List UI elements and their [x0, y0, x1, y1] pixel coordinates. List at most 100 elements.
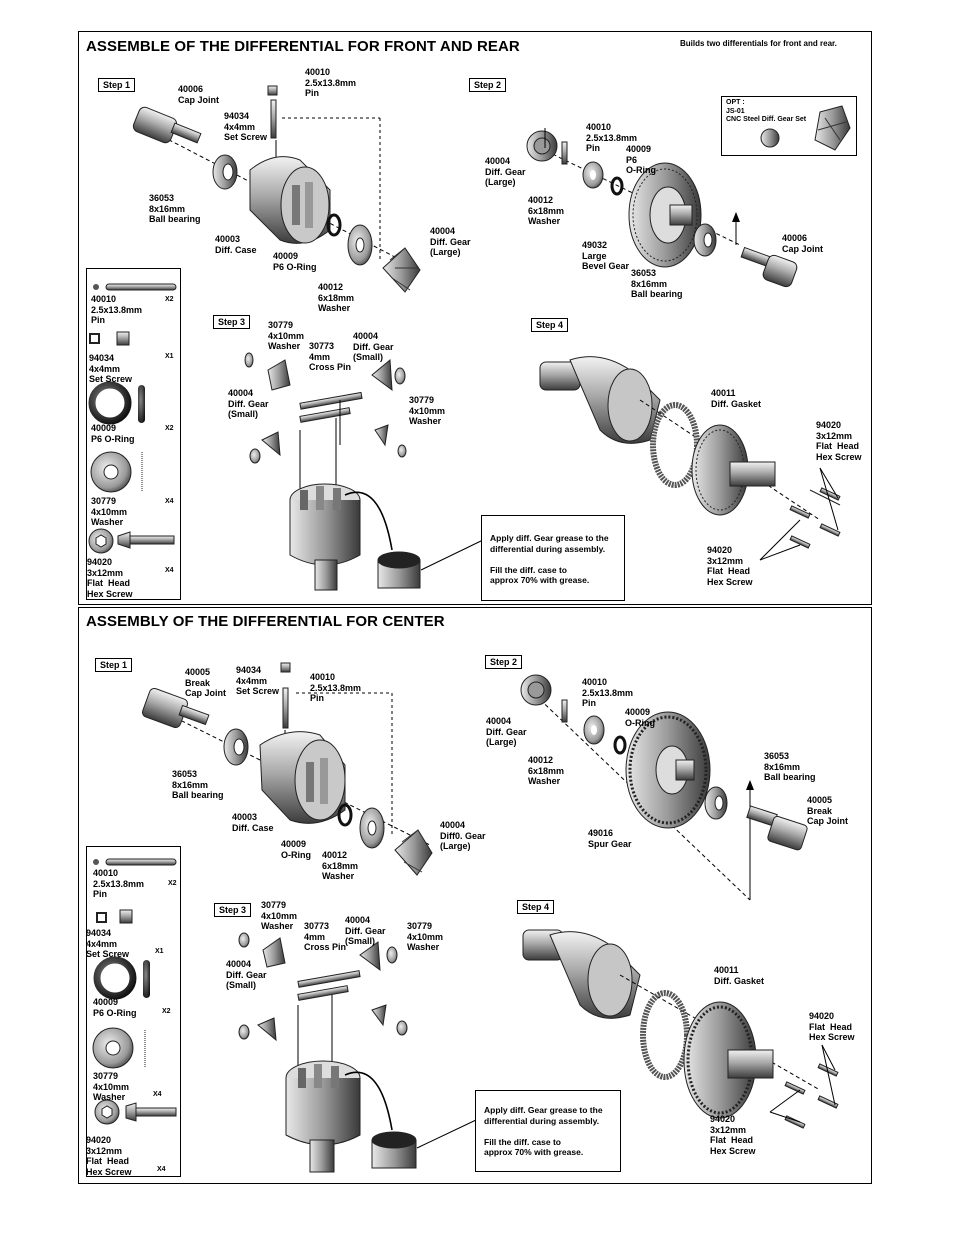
s1-gear-large-label: 40004 Diff. Gear (Large) — [430, 226, 471, 257]
s1-part-oring: 40009 P6 O-Ring — [91, 423, 135, 444]
c3-gear-b-label: 40004 Diff. Gear (Small) — [345, 915, 386, 946]
opt-gear-set-art — [760, 105, 851, 151]
opt-title: OPT : — [726, 99, 745, 106]
s2-step4-art — [522, 929, 839, 1129]
s1-part-oring-qty: X2 — [165, 425, 174, 432]
c2-pin-label: 40010 2.5x13.8mm Pin — [582, 677, 634, 708]
c2-washer-label: 40012 6x18mm Washer — [528, 755, 565, 786]
s3-gear-b-label: 40004 Diff. Gear (Small) — [353, 331, 394, 362]
section1-note: Builds two differentials for front and r… — [680, 39, 837, 48]
s2-cap-label: 40006 Cap Joint — [782, 233, 824, 254]
spur-gear-part — [625, 711, 711, 829]
s2-part-washer-qty: X4 — [153, 1091, 162, 1098]
s1-part-hex-screw: 94020 3x12mm Flat Head Hex Screw — [87, 557, 133, 599]
s2-gear-label: 40004 Diff. Gear (Large) — [485, 156, 526, 187]
s2-step1-badge: Step 1 — [95, 658, 133, 672]
s1-case-label: 40003 Diff. Case — [215, 234, 257, 255]
s1-part-washer: 30779 4x10mm Washer — [91, 496, 128, 527]
s1-part-hex-screw-qty: X4 — [165, 567, 174, 574]
c2-bearing-label: 36053 8x16mm Ball bearing — [764, 751, 816, 782]
s1-part-pin: 40010 2.5x13.8mm Pin — [91, 294, 143, 325]
s2-parts-list — [86, 846, 181, 1177]
s1-step2-art — [526, 128, 798, 288]
s3-washer-b-label: 30779 4x10mm Washer — [409, 395, 446, 426]
s2-step2-art — [520, 674, 808, 901]
c1-case-label: 40003 Diff. Case — [232, 812, 274, 833]
s1-grease-note: Apply diff. Gear grease to the different… — [490, 533, 609, 585]
s2-part-pin: 40010 2.5x13.8mm Pin — [93, 868, 145, 899]
set-screw-part — [267, 85, 278, 139]
s3-gear-a-label: 40004 Diff. Gear (Small) — [228, 388, 269, 419]
s2-step2-badge: Step 2 — [485, 655, 523, 669]
s2-part-oring: 40009 P6 O-Ring — [93, 997, 137, 1018]
s2-part-washer: 30779 4x10mm Washer — [93, 1071, 130, 1102]
ring-gear-part — [691, 424, 776, 516]
c3-crosspin-label: 30773 4mm Cross Pin — [304, 921, 347, 952]
s4-screw-b-label: 94020 3x12mm Flat Head Hex Screw — [707, 545, 753, 587]
section-center — [78, 607, 872, 1184]
c1-cap-label: 40005 Break Cap Joint — [185, 667, 227, 698]
s2-bevel-label: 49032 Large Bevel Gear — [582, 240, 630, 271]
c3-washer-a-label: 30779 4x10mm Washer — [261, 900, 298, 931]
c4-screw-b-label: 94020 3x12mm Flat Head Hex Screw — [710, 1114, 756, 1156]
s2-bearing-label: 36053 8x16mm Ball bearing — [631, 268, 683, 299]
grease-can — [377, 551, 421, 589]
s1-cap-joint-label: 40006 Cap Joint — [178, 84, 220, 105]
s1-part-screw-qty: X1 — [165, 353, 174, 360]
opt-desc: CNC Steel Diff. Gear Set — [726, 116, 807, 123]
s1-washer-label: 40012 6x18mm Washer — [318, 282, 355, 313]
s4-gasket-label: 40011 Diff. Gasket — [711, 388, 762, 409]
s1-part-washer-qty: X4 — [165, 498, 174, 505]
s2-parts-icons — [92, 858, 177, 1125]
s2-step3-badge: Step 3 — [214, 903, 252, 917]
s2-washer-label: 40012 6x18mm Washer — [528, 195, 565, 226]
s2-grease-note-box — [475, 1090, 621, 1172]
s1-grease-note-box — [481, 515, 625, 601]
s2-step1-art — [141, 662, 433, 876]
bearing-part — [212, 154, 238, 190]
c1-gear-label: 40004 Diff0. Gear (Large) — [440, 820, 486, 851]
section2-title: ASSEMBLY OF THE DIFFERENTIAL FOR CENTER — [86, 613, 445, 630]
s1-part-pin-qty: X2 — [165, 296, 174, 303]
c1-screw-label: 94034 4x4mm Set Screw — [236, 665, 280, 696]
c2-oring-label: 40009 O-Ring — [625, 707, 655, 728]
s1-step3-badge: Step 3 — [213, 315, 251, 329]
c1-bearing-label: 36053 8x16mm Ball bearing — [172, 769, 224, 800]
c3-washer-b-label: 30779 4x10mm Washer — [407, 921, 444, 952]
opt-box — [721, 96, 857, 156]
s1-step1-art — [132, 85, 421, 293]
s4-screw-a-label: 94020 3x12mm Flat Head Hex Screw — [816, 420, 862, 462]
s1-step4-art — [539, 356, 841, 561]
s1-step1-badge: Step 1 — [98, 78, 136, 92]
c2-gear-label: 40004 Diff. Gear (Large) — [486, 716, 527, 747]
s2-part-hex-screw-qty: X4 — [157, 1166, 166, 1173]
s1-oring-label: 40009 P6 O-Ring — [273, 251, 317, 272]
c4-gasket-label: 40011 Diff. Gasket — [714, 965, 765, 986]
s2-step4-badge: Step 4 — [517, 900, 555, 914]
diff-gear-large-part — [382, 247, 421, 293]
c2-cap-label: 40005 Break Cap Joint — [807, 795, 849, 826]
s1-parts-list — [86, 268, 181, 600]
s1-step4-badge: Step 4 — [531, 318, 569, 332]
oring-part — [326, 213, 342, 237]
s1-part-screw: 94034 4x4mm Set Screw — [89, 353, 133, 384]
c4-screw-a-label: 94020 Flat Head Hex Screw — [809, 1011, 855, 1042]
s2-part-pin-qty: X2 — [168, 880, 177, 887]
s2-part-screw: 94034 4x4mm Set Screw — [86, 928, 130, 959]
s1-step2-badge: Step 2 — [469, 78, 507, 92]
s1-pin-label: 40010 2.5x13.8mm Pin — [305, 67, 357, 98]
c3-gear-a-label: 40004 Diff. Gear (Small) — [226, 959, 267, 990]
cap-joint-part — [132, 106, 202, 144]
section-front-rear — [78, 31, 872, 605]
s1-bearing-label: 36053 8x16mm Ball bearing — [149, 193, 201, 224]
c2-spur-label: 49016 Spur Gear — [588, 828, 632, 849]
s2-oring-label: 40009 P6 O-Ring — [626, 144, 656, 175]
diff-case-part — [249, 156, 331, 244]
c1-washer-label: 40012 6x18mm Washer — [322, 850, 359, 881]
s2-part-oring-qty: X2 — [162, 1008, 171, 1015]
s2-part-screw-qty: X1 — [155, 948, 164, 955]
s1-set-screw-label: 94034 4x4mm Set Screw — [224, 111, 268, 142]
s3-washer-a-label: 30779 4x10mm Washer — [268, 320, 305, 351]
c1-oring-label: 40009 O-Ring — [281, 839, 311, 860]
